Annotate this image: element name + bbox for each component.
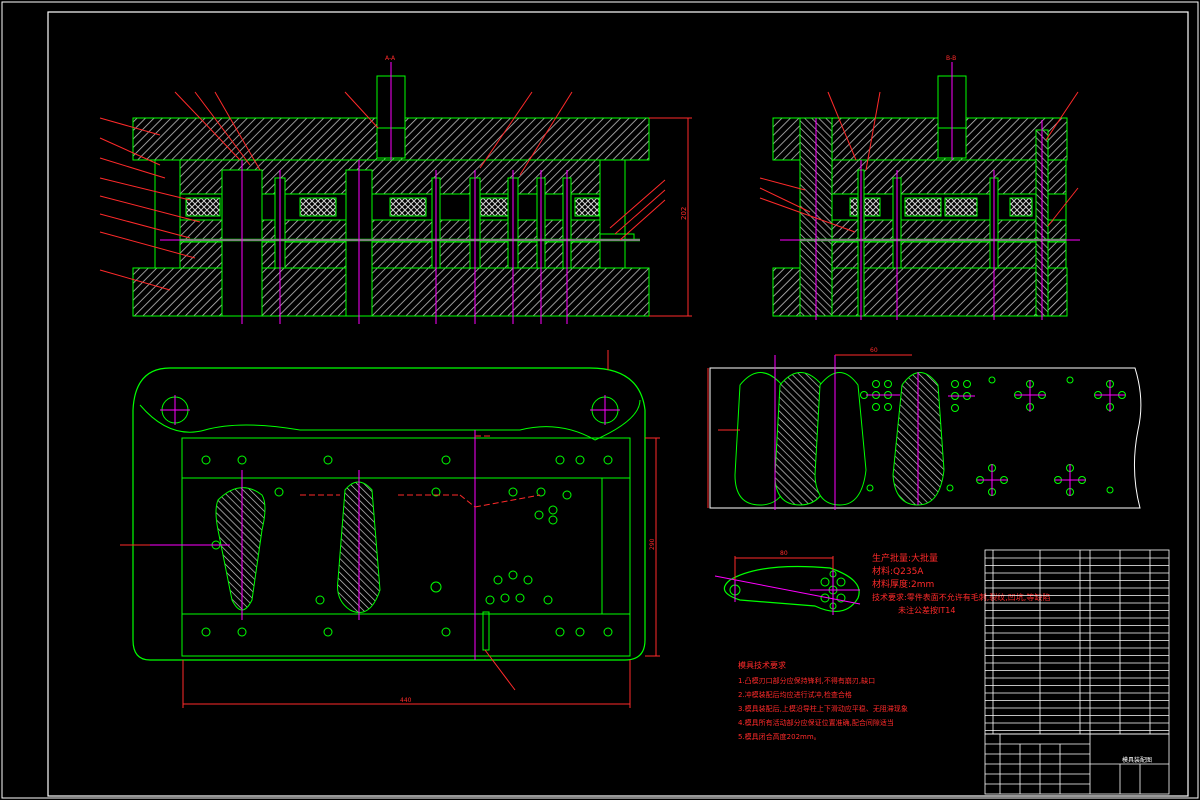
sheet-border: [47, 11, 1189, 797]
side-section-view: B-B: [759, 55, 1080, 320]
tech-item: 3.模具装配后,上模沿导柱上下滑动应平稳、无阻滞现象: [738, 704, 908, 713]
note-batch: 生产批量:大批量: [872, 552, 938, 564]
strip-pitch-dim: 60: [870, 347, 878, 354]
drawing-title: 模具装配图: [1122, 756, 1152, 764]
part-drawing: 80: [714, 550, 861, 615]
tech-item: 1.凸模刃口部分应保持锋利,不得有崩刃,缺口: [738, 676, 875, 685]
tech-item: 2.冲模装配后均应进行试冲,检查合格: [738, 690, 852, 699]
note-tolerance: 未注公差按IT14: [898, 605, 955, 615]
die-height-dim: 202: [680, 207, 688, 220]
front-section-view: 202 A-A: [99, 55, 692, 324]
tech-item: 5.模具闭合高度202mm。: [738, 732, 821, 741]
note-material: 材料:Q235A: [872, 565, 924, 577]
part-length-dim: 80: [780, 550, 788, 557]
bill-of-materials: [984, 549, 1170, 795]
section-b-label: B-B: [946, 55, 956, 62]
plan-width-dim: 440: [400, 697, 412, 704]
note-requirement: 技术要求:零件表面不允许有毛刺,裂纹,凹坑,等缺陷: [872, 592, 1050, 602]
material-notes: 生产批量:大批量 材料:Q235A 材料厚度:2mm 技术要求:零件表面不允许有…: [872, 552, 1050, 615]
tech-item: 4.模具所有活动部分应保证位置准确,配合间隙适当: [738, 718, 894, 727]
section-a-label: A-A: [385, 55, 396, 62]
note-thickness: 材料厚度:2mm: [872, 578, 934, 590]
strip-layout: 60: [707, 347, 1142, 510]
tech-title: 模具技术要求: [738, 660, 786, 670]
tech-requirements: 模具技术要求 1.凸模刃口部分应保持锋利,不得有崩刃,缺口 2.冲模装配后均应进…: [738, 660, 908, 741]
plan-view: 440 290: [120, 350, 660, 708]
plan-height-dim: 290: [649, 538, 656, 550]
